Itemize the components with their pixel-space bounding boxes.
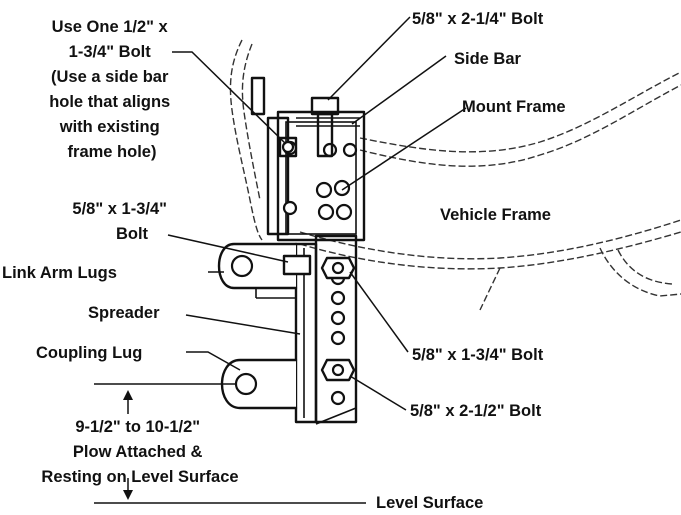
mid-bolt (320, 256, 356, 280)
vehicle-body-outline (229, 39, 681, 311)
link-bolt-label: 5/8" x 1-3/4" Bolt (72, 200, 171, 243)
level-surface-label: Level Surface (376, 494, 483, 512)
mount-frame-part (276, 110, 366, 242)
top-bolt (296, 96, 360, 158)
mount-frame-label: Mount Frame (462, 98, 566, 116)
half-inch-bolt (278, 136, 298, 158)
low-bolt (320, 358, 356, 382)
side-bar-label: Side Bar (454, 50, 522, 68)
vehicle-frame-label: Vehicle Frame (440, 206, 551, 224)
adjustment-holes (330, 270, 346, 406)
link-arm-lugs-label: Link Arm Lugs (2, 264, 117, 282)
half-inch-bolt-label: Use One 1/2" x 1-3/4" Bolt (Use a side b… (49, 18, 175, 161)
link-arm-lug-part (217, 242, 312, 299)
low-bolt-label: 5/8" x 2-1/2" Bolt (410, 402, 542, 420)
top-bolt-label: 5/8" x 2-1/4" Bolt (412, 10, 544, 28)
spreader-label: Spreader (88, 304, 160, 322)
leader-lines (167, 16, 467, 411)
coupling-lug-label: Coupling Lug (36, 344, 142, 362)
mid-bolt-label: 5/8" x 1-3/4" Bolt (412, 346, 544, 364)
height-label: 9-1/2" to 10-1/2" Plow Attached & Restin… (41, 418, 238, 486)
height-dimension (94, 383, 366, 504)
